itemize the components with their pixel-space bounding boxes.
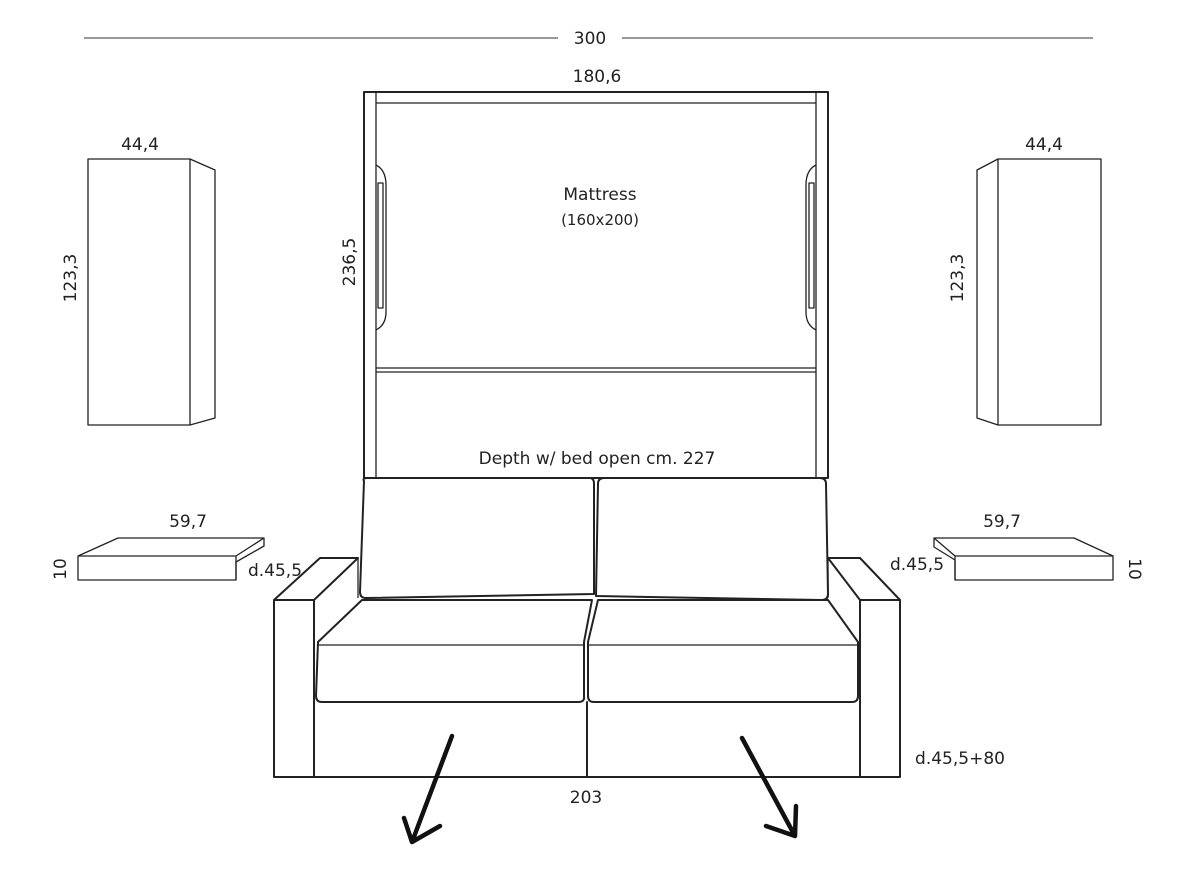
left-cabinet-front [87, 158, 191, 426]
sofa-seat-cushion-right [587, 599, 859, 703]
left-shelf: 59,7 10 d.45,5 [51, 512, 302, 581]
left-cabinet-height-label: 123,3 [61, 254, 81, 303]
left-shelf-edges [78, 537, 265, 580]
wall-bed: 180,6 Mattress (160x200) 236,5 Depth w/ … [340, 67, 829, 479]
right-shelf-width-label: 59,7 [983, 512, 1021, 532]
bed-hinge-right-slot [808, 182, 815, 309]
right-shelf-height-label: 10 [1124, 558, 1144, 580]
left-shelf-depth-label: d.45,5 [248, 561, 302, 581]
mattress-size-label: (160x200) [561, 211, 639, 229]
overall-width-label: 300 [574, 29, 606, 49]
sofa-back-cushion-left [359, 477, 595, 599]
left-shelf-width-label: 59,7 [169, 512, 207, 532]
bed-width-label: 180,6 [573, 67, 622, 87]
bed-hinge-left-slot [377, 182, 384, 309]
sofa-seat-cushion-left [315, 599, 593, 703]
right-shelf-edges [933, 537, 1113, 580]
bed-hinge-right [805, 164, 817, 331]
sofa-width-label: 203 [570, 788, 602, 808]
right-cabinet-front [997, 158, 1102, 426]
right-cabinet-height-label: 123,3 [948, 254, 968, 303]
sofa-armrest-left-front [273, 599, 315, 778]
sofa-armrest-right-front [859, 599, 901, 778]
right-shelf-depth-label: d.45,5 [890, 555, 944, 575]
bed-panel-divider [376, 367, 816, 373]
left-shelf-height-label: 10 [51, 558, 71, 580]
sofa-depth-label: d.45,5+80 [915, 749, 1005, 769]
right-shelf-outline [933, 537, 1114, 581]
right-cabinet: 44,4 123,3 [948, 135, 1102, 426]
bed-height-label: 236,5 [340, 238, 360, 287]
overall-width-dimension: 300 [84, 29, 1093, 49]
right-cabinet-width-label: 44,4 [1025, 135, 1063, 155]
sofa-armrest-left-top [273, 557, 359, 601]
left-cabinet-side [189, 158, 216, 426]
bed-depth-note: Depth w/ bed open cm. 227 [479, 449, 716, 469]
right-cabinet-side [976, 158, 999, 426]
pull-out-arrows [401, 733, 799, 845]
bed-frame-outer [363, 91, 829, 479]
left-cabinet-width-label: 44,4 [121, 135, 159, 155]
bed-frame-sides [375, 92, 817, 478]
sofa-armrest-right-top [827, 557, 901, 601]
pull-out-arrow-right [739, 735, 799, 839]
left-shelf-outline [77, 537, 265, 581]
left-cabinet: 44,4 123,3 [61, 135, 216, 426]
mattress-label: Mattress [563, 185, 636, 205]
sofa-back-cushion-right [595, 477, 829, 601]
pull-out-arrow-left [401, 733, 455, 845]
bed-hinge-left [375, 164, 387, 331]
sofa: 203 d.45,5+80 [273, 477, 1005, 808]
right-shelf: 59,7 10 d.45,5 [890, 512, 1144, 581]
